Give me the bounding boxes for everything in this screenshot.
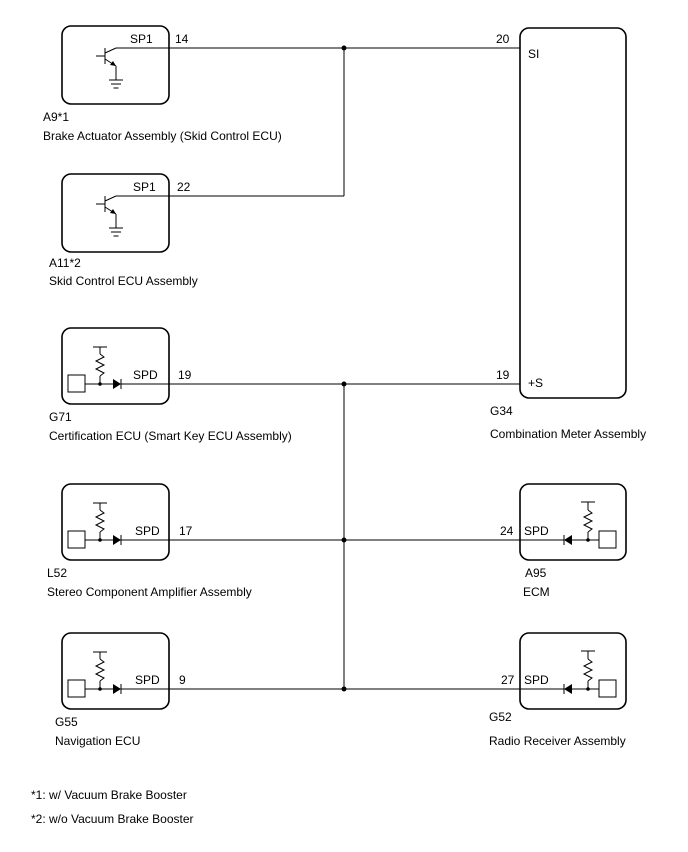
component-name: ECM (523, 585, 550, 599)
component-name: Stereo Component Amplifier Assembly (47, 585, 252, 599)
terminal-label: SPD (524, 524, 549, 538)
terminal-label-si: SI (528, 47, 539, 61)
junction-dot-sp1 (341, 45, 347, 51)
component-combination-meter: SI 20 +S 19 G34 Combination Meter Assemb… (490, 27, 646, 441)
component-code: A11*2 (49, 256, 81, 270)
footnote-1: *1: w/ Vacuum Brake Booster (31, 788, 187, 802)
transistor-icon (96, 195, 169, 237)
wiring (169, 45, 520, 692)
pin-number-si: 20 (496, 32, 510, 46)
pullup-resistor-diode-icon (67, 502, 169, 549)
pin-number: 22 (177, 180, 191, 194)
component-name: Certification ECU (Smart Key ECU Assembl… (49, 429, 292, 443)
component-box (519, 632, 627, 710)
component-code: L52 (47, 566, 67, 580)
component-name: Brake Actuator Assembly (Skid Control EC… (43, 129, 282, 143)
component-navigation: SPD 9 G55 Navigation ECU (55, 632, 186, 748)
component-box (61, 327, 170, 405)
component-box (519, 483, 627, 561)
component-box (61, 632, 170, 710)
junction-dot-spd-3 (341, 686, 347, 692)
pullup-resistor-diode-icon (67, 346, 169, 393)
terminal-label-s: +S (528, 376, 543, 390)
component-stereo-amp: SPD 17 L52 Stereo Component Amplifier As… (47, 483, 252, 599)
terminal-label: SP1 (133, 180, 156, 194)
pin-number: 9 (179, 673, 186, 687)
terminal-label: SPD (133, 368, 158, 382)
component-name: Skid Control ECU Assembly (49, 274, 198, 288)
terminal-label: SPD (135, 673, 160, 687)
pin-number: 19 (178, 368, 192, 382)
junction-dot-spd-1 (341, 381, 347, 387)
pin-number-s: 19 (496, 368, 510, 382)
component-brake-actuator: SP1 14 A9*1 Brake Actuator Assembly (Ski… (43, 25, 282, 143)
pullup-resistor-diode-icon (520, 501, 617, 549)
component-name: Radio Receiver Assembly (489, 734, 626, 748)
component-code: A9*1 (43, 110, 69, 124)
component-name: Navigation ECU (55, 734, 140, 748)
component-skid-control: SP1 22 A11*2 Skid Control ECU Assembly (49, 173, 198, 288)
footnotes: *1: w/ Vacuum Brake Booster *2: w/o Vacu… (31, 788, 194, 826)
footnote-2: *2: w/o Vacuum Brake Booster (31, 812, 194, 826)
terminal-label: SP1 (130, 32, 153, 46)
component-code: G34 (490, 404, 513, 418)
component-ecm: SPD 24 A95 ECM (500, 483, 627, 599)
pullup-resistor-diode-icon (67, 651, 169, 698)
component-code: G55 (55, 715, 78, 729)
pin-number: 14 (175, 32, 189, 46)
component-box (61, 173, 170, 253)
component-code: G71 (49, 410, 72, 424)
junction-dot-spd-2 (341, 537, 347, 543)
transistor-icon (96, 47, 169, 89)
pin-number: 17 (179, 524, 193, 538)
terminal-label: SPD (135, 524, 160, 538)
component-radio: SPD 27 G52 Radio Receiver Assembly (489, 632, 627, 748)
component-code: A95 (525, 566, 547, 580)
pin-number: 24 (500, 524, 514, 538)
pullup-resistor-diode-icon (520, 650, 617, 698)
pin-number: 27 (501, 673, 515, 687)
terminal-label: SPD (524, 673, 549, 687)
component-certification: SPD 19 G71 Certification ECU (Smart Key … (49, 327, 292, 443)
component-box (61, 483, 170, 561)
component-code: G52 (489, 710, 512, 724)
component-box (519, 27, 627, 399)
component-name: Combination Meter Assembly (490, 427, 646, 441)
component-box (61, 25, 170, 105)
